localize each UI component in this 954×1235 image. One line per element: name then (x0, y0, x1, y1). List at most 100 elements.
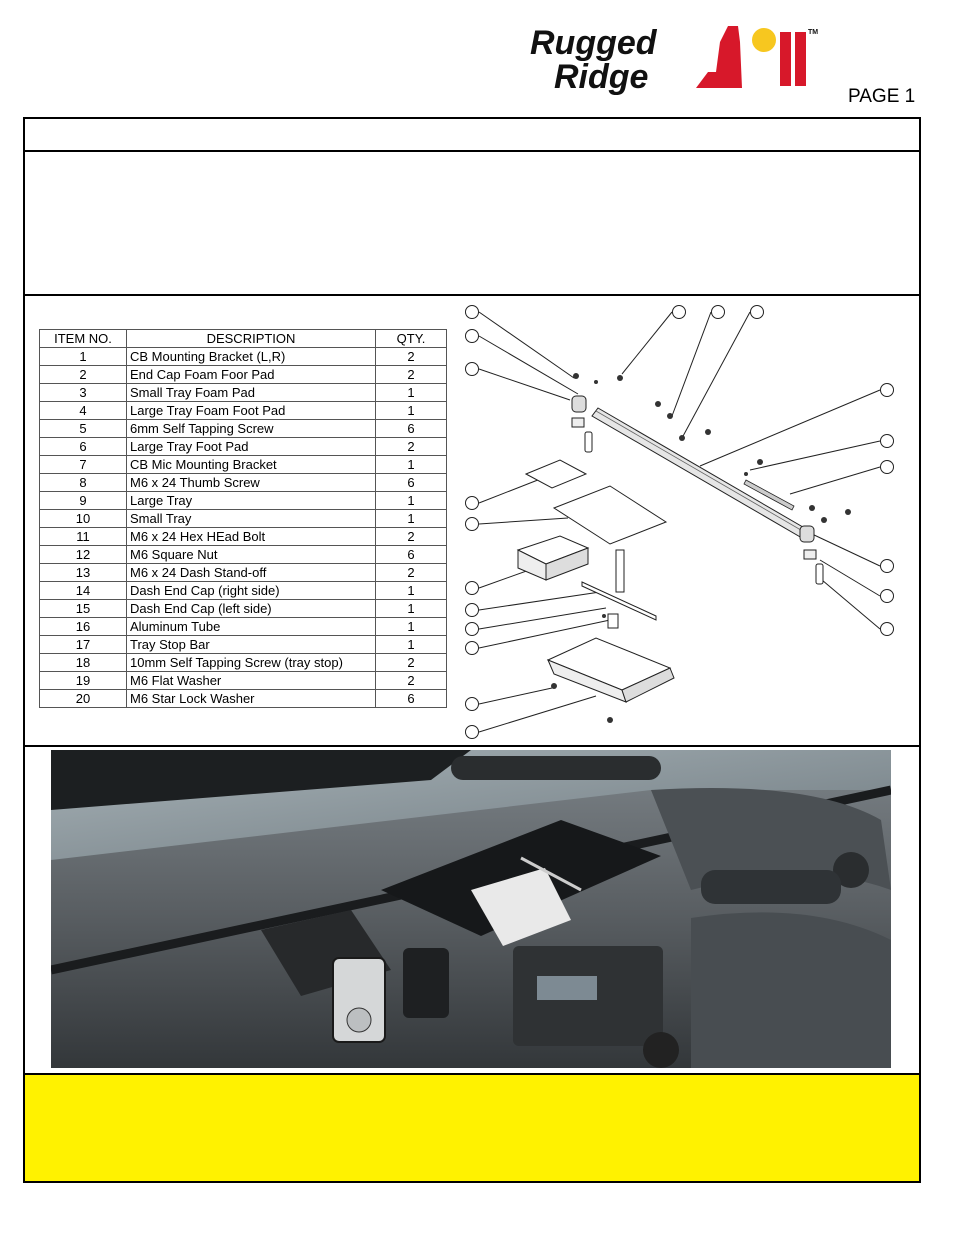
small-tray (516, 535, 590, 581)
qty-cell: 2 (375, 563, 447, 582)
logo-pillar-right (795, 32, 806, 86)
divider-1 (23, 150, 921, 152)
column-header-item: ITEM NO. (39, 329, 127, 348)
divider-3 (23, 745, 921, 747)
qty-cell: 1 (375, 455, 447, 474)
qty-cell: 1 (375, 581, 447, 600)
description-cell: Tray Stop Bar (126, 635, 376, 654)
large-tray (546, 637, 675, 703)
description-cell: End Cap Foam Foor Pad (126, 365, 376, 384)
callout-circle (465, 641, 479, 655)
item-number-cell: 5 (39, 419, 127, 438)
qty-cell: 2 (375, 347, 447, 366)
roof-shadow (51, 750, 471, 810)
callout-circle (880, 589, 894, 603)
qty-cell: 1 (375, 491, 447, 510)
item-number-cell: 10 (39, 509, 127, 528)
description-cell: M6 Square Nut (126, 545, 376, 564)
description-cell: M6 Star Lock Washer (126, 689, 376, 708)
pen-photo (520, 856, 582, 892)
description-cell: Aluminum Tube (126, 617, 376, 636)
item-number-cell: 11 (39, 527, 127, 546)
page-number: PAGE 1 (848, 86, 916, 107)
callout-circle (711, 305, 725, 319)
left-end-cap (571, 395, 587, 413)
callout-circle (880, 460, 894, 474)
item-number-cell: 20 (39, 689, 127, 708)
passenger-grab-handle (701, 870, 841, 904)
description-cell: M6 x 24 Hex HEad Bolt (126, 527, 376, 546)
stereo-display (537, 976, 597, 1000)
callout-circle (465, 329, 479, 343)
tray-stop-bar (743, 479, 795, 511)
qty-cell: 1 (375, 617, 447, 636)
divider-2 (23, 294, 921, 296)
small-tray-foam-pad (524, 459, 588, 489)
description-cell: 10mm Self Tapping Screw (tray stop) (126, 653, 376, 672)
qty-cell: 2 (375, 365, 447, 384)
callout-circle (465, 697, 479, 711)
left-foam-pad (571, 417, 585, 428)
glovebox-area (691, 912, 891, 1068)
description-cell: CB Mounting Bracket (L,R) (126, 347, 376, 366)
item-number-cell: 15 (39, 599, 127, 618)
logo-text-ridge: Ridge (554, 58, 648, 96)
description-cell: 6mm Self Tapping Screw (126, 419, 376, 438)
rugged-ridge-logo: Rugged Ridge TM (530, 24, 818, 96)
qty-cell: 1 (375, 599, 447, 618)
item-number-cell: 1 (39, 347, 127, 366)
qty-cell: 1 (375, 635, 447, 654)
description-cell: Dash End Cap (left side) (126, 599, 376, 618)
description-cell: M6 x 24 Dash Stand-off (126, 563, 376, 582)
cb-mic-bracket (615, 549, 625, 593)
item-number-cell: 9 (39, 491, 127, 510)
qty-cell: 6 (375, 419, 447, 438)
item-number-cell: 2 (39, 365, 127, 384)
description-cell: Dash End Cap (right side) (126, 581, 376, 600)
callout-circle (465, 725, 479, 739)
callout-circle (880, 622, 894, 636)
logo-trademark: TM (808, 29, 818, 36)
right-stand-off (815, 563, 824, 585)
column-header-description: DESCRIPTION (126, 329, 376, 348)
description-cell: Small Tray (126, 509, 376, 528)
divider-4 (23, 1073, 921, 1075)
qty-cell: 6 (375, 545, 447, 564)
callout-circle (465, 603, 479, 617)
qty-cell: 2 (375, 527, 447, 546)
item-number-cell: 19 (39, 671, 127, 690)
description-cell: Large Tray (126, 491, 376, 510)
item-number-cell: 12 (39, 545, 127, 564)
callout-circle (672, 305, 686, 319)
item-number-cell: 13 (39, 563, 127, 582)
installed-dash-tray-photo (51, 750, 891, 1068)
item-number-cell: 18 (39, 653, 127, 672)
notepad-photo (471, 868, 571, 946)
instruction-frame (23, 117, 921, 1183)
callout-circle (465, 305, 479, 319)
callout-circle (465, 362, 479, 376)
item-number-cell: 7 (39, 455, 127, 474)
callout-circle (465, 581, 479, 595)
qty-cell: 2 (375, 653, 447, 672)
item-number-cell: 17 (39, 635, 127, 654)
exploded-parts-diagram (465, 305, 894, 739)
left-stand-off (584, 431, 593, 453)
qty-cell: 1 (375, 509, 447, 528)
description-cell: M6 x 24 Thumb Screw (126, 473, 376, 492)
